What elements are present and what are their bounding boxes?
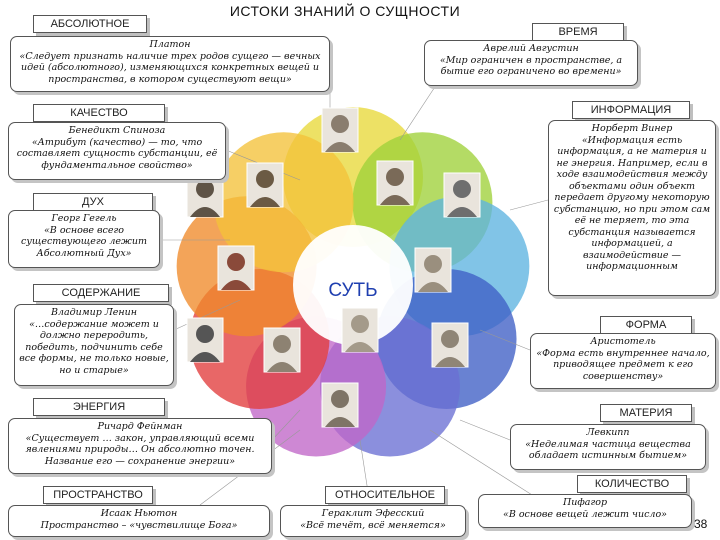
quote-wiener: Норберт Винер «Информация есть информаци… <box>548 120 716 296</box>
quote-pythagoras: Пифагор «В основе вещей лежит число» <box>478 494 692 528</box>
author-heraclitus: Гераклит Эфесский <box>321 508 425 519</box>
quote-text-augustine: «Мир ограничен в пространстве, а бытие е… <box>439 54 623 78</box>
label-content: СОДЕРЖАНИЕ <box>33 284 169 302</box>
label-quality: КАЧЕСТВО <box>33 104 165 122</box>
author-aristotle: Аристотель <box>590 336 656 347</box>
portrait-wiener-icon <box>443 172 481 218</box>
quote-text-lenin: «…содержание может и должно переродить, … <box>19 318 169 376</box>
author-plato: Платон <box>149 39 191 50</box>
page-title: ИСТОКИ ЗНАНИЙ О СУЩНОСТИ <box>229 3 461 19</box>
portrait-group <box>186 107 481 428</box>
label-quantity: КОЛИЧЕСТВО <box>577 475 687 493</box>
label-spirit: ДУХ <box>33 193 153 211</box>
connector-line <box>173 299 241 331</box>
portrait-augustine-icon <box>376 160 414 206</box>
author-spinoza: Бенедикт Спиноза <box>68 125 166 136</box>
quote-aristotle: Аристотель «Форма есть внутреннее начало… <box>530 333 716 389</box>
author-leucippus: Левкипп <box>586 427 630 438</box>
quote-newton: Исаак Ньютон Пространство – «чувствилище… <box>8 505 270 537</box>
author-feynman: Ричард Фейнман <box>97 421 183 432</box>
portrait-aristotle-icon <box>414 247 452 293</box>
label-absolute: АБСОЛЮТНОЕ <box>33 15 147 33</box>
quote-text-feynman: «Существует … закон, управляющий всеми я… <box>25 432 255 467</box>
portrait-heraclitus-icon <box>321 382 359 428</box>
author-newton: Исаак Ньютон <box>100 508 178 519</box>
portrait-leucippus-icon <box>341 307 379 353</box>
quote-heraclitus: Гераклит Эфесский «Всё течёт, всё меняет… <box>280 505 466 537</box>
connector-line <box>459 419 511 441</box>
portrait-feynman-icon <box>186 317 224 363</box>
connector-line <box>509 199 549 211</box>
label-time: ВРЕМЯ <box>532 23 624 41</box>
quote-hegel: Георг Гегель «В основе всего существующе… <box>8 210 160 268</box>
author-augustine: Аврелий Августин <box>483 43 579 54</box>
quote-text-wiener: «Информация есть информация, а не матери… <box>553 134 711 273</box>
center-disk <box>293 225 413 345</box>
quote-text-aristotle: «Форма есть внутреннее начало, приводяще… <box>536 347 710 382</box>
label-relative: ОТНОСИТЕЛЬНОЕ <box>325 486 445 504</box>
quote-leucippus: Левкипп «Неделимая частица вещества обла… <box>510 424 706 470</box>
portrait-pythagoras-icon <box>431 322 469 368</box>
quote-text-hegel: «В основе всего существующего лежит Абсо… <box>21 224 147 259</box>
quote-text-leucippus: «Неделимая частица вещества обладает ист… <box>525 438 691 462</box>
quote-plato: Платон «Следует признать наличие трех ро… <box>10 36 330 92</box>
quote-augustine: Аврелий Августин «Мир ограничен в простр… <box>424 40 638 86</box>
portrait-newton-icon <box>263 327 301 373</box>
portrait-plato-icon <box>321 107 359 153</box>
label-matter: МАТЕРИЯ <box>600 404 692 422</box>
author-pythagoras: Пифагор <box>562 497 608 508</box>
author-lenin: Владимир Ленин <box>50 307 138 318</box>
quote-text-heraclitus: «Всё течёт, всё меняется» <box>300 519 446 531</box>
connector-line <box>479 329 531 351</box>
label-form: ФОРМА <box>600 316 692 334</box>
quote-text-plato: «Следует признать наличие трех родов сущ… <box>19 50 321 85</box>
label-space: ПРОСТРАНСТВО <box>43 486 153 504</box>
quote-spinoza: Бенедикт Спиноза «Атрибут (качество) — т… <box>8 122 226 180</box>
portrait-spinoza-icon <box>186 172 224 218</box>
author-wiener: Норберт Винер <box>591 123 673 134</box>
quote-lenin: Владимир Ленин «…содержание может и долж… <box>14 304 174 386</box>
connector-line <box>429 429 541 501</box>
center-label: СУТЬ <box>328 280 378 301</box>
portrait-hegel-icon <box>246 162 284 208</box>
quote-text-pythagoras: «В основе вещей лежит число» <box>503 508 667 520</box>
author-hegel: Георг Гегель <box>51 213 117 224</box>
quote-feynman: Ричард Фейнман «Существует … закон, упра… <box>8 418 272 474</box>
label-energy: ЭНЕРГИЯ <box>33 398 165 416</box>
quote-text-newton: Пространство – «чувствилище Бога» <box>40 519 238 531</box>
label-information: ИНФОРМАЦИЯ <box>572 101 690 119</box>
portrait-lenin-icon <box>217 245 255 291</box>
page-number: 38 <box>694 517 708 531</box>
quote-text-spinoza: «Атрибут (качество) — то, что составляет… <box>16 136 218 171</box>
connector-line <box>271 409 301 441</box>
